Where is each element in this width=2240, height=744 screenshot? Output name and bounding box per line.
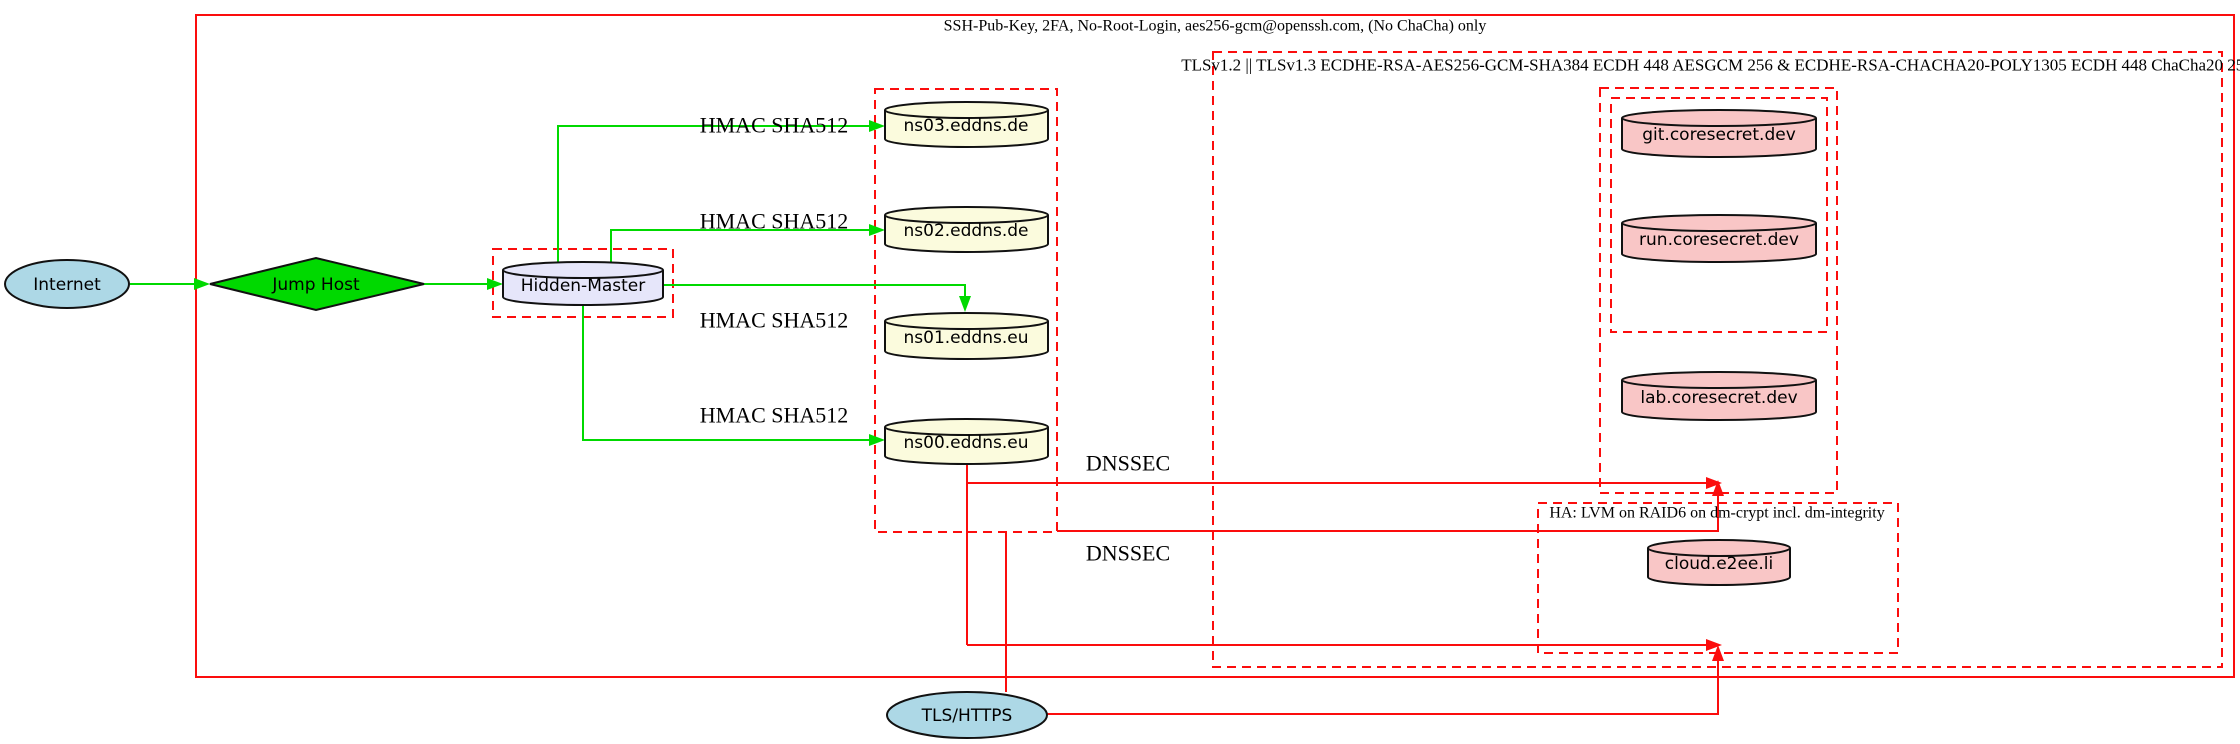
edge-internet-jumphost-arrowhead [194,278,210,290]
node-hidden-master-label: Hidden-Master [521,276,646,296]
node-lab-label: lab.coresecret.dev [1640,388,1797,408]
edge-hiddenmaster-ns02 [610,229,869,264]
edge-label-dnssec-2: DNSSEC [1086,541,1170,566]
node-jump-host-label: Jump Host [271,275,360,295]
edge-ns00-ha-arrowhead [1706,639,1722,651]
node-hidden-master [502,261,664,306]
node-ns02 [884,206,1049,253]
edge-tlshttps-ha [1047,661,1719,715]
edge-hiddenmaster-ns00-arrowhead [869,434,885,446]
cluster-ssh-box [195,14,2235,678]
edge-dnssec-nscluster-coresecret-arrowhead [1712,480,1724,496]
node-jump-host [209,256,425,312]
cluster-ssh-label: SSH-Pub-Key, 2FA, No-Root-Login, aes256-… [944,18,1487,35]
node-ns03-label: ns03.eddns.de [904,116,1029,136]
edge-label-hmac-ns00: HMAC SHA512 [700,403,849,428]
node-ns02-label: ns02.eddns.de [904,221,1029,241]
edge-tlshttps-ha-arrowhead [1712,645,1724,661]
node-git-label: git.coresecret.dev [1642,125,1796,145]
node-ns01-label: ns01.eddns.eu [904,328,1029,348]
edge-hiddenmaster-ns00 [582,304,869,441]
edge-dnssec-nscluster-coresecret [1057,496,1719,532]
cluster-ha-label: HA: LVM on RAID6 on dm-crypt incl. dm-in… [1549,505,1884,522]
edge-hiddenmaster-ns03 [557,125,869,264]
node-lab [1621,371,1817,421]
node-ns00 [884,418,1049,465]
edge-label-hmac-ns02: HMAC SHA512 [700,209,849,234]
cluster-coresecret-inner-box [1610,97,1828,333]
node-ns00-label: ns00.eddns.eu [904,433,1029,453]
edge-hiddenmaster-ns01-arrowhead [959,296,971,312]
cluster-tls-label: TLSv1.2 || TLSv1.3 ECDHE-RSA-AES256-GCM-… [1181,56,2240,75]
node-cloud-label: cloud.e2ee.li [1665,554,1773,574]
node-ns03 [884,101,1049,148]
node-git [1621,109,1817,158]
edge-label-hmac-ns01: HMAC SHA512 [700,308,849,333]
edge-label-hmac-ns03: HMAC SHA512 [700,113,849,138]
node-cloud [1647,539,1791,586]
node-ns01 [884,312,1049,360]
node-run-label: run.coresecret.dev [1639,230,1799,250]
node-tls-https-label: TLS/HTTPS [921,706,1013,726]
edge-jumphost-hiddenmaster-arrowhead [487,278,503,290]
node-internet-label: Internet [33,275,101,295]
edge-hiddenmaster-ns02-arrowhead [869,224,885,236]
node-tls-https [886,691,1048,739]
cluster-ns-box [874,88,1058,533]
edge-hiddenmaster-ns03-arrowhead [869,120,885,132]
edge-label-dnssec-1: DNSSEC [1086,451,1170,476]
edge-hiddenmaster-ns01 [663,284,966,296]
cluster-coresecret-outer-box [1599,87,1838,494]
node-run [1621,214,1817,263]
cluster-tls-box [1212,51,2223,668]
edge-dnssec-coresecret-arrowhead [1706,477,1722,489]
node-internet [4,259,130,309]
